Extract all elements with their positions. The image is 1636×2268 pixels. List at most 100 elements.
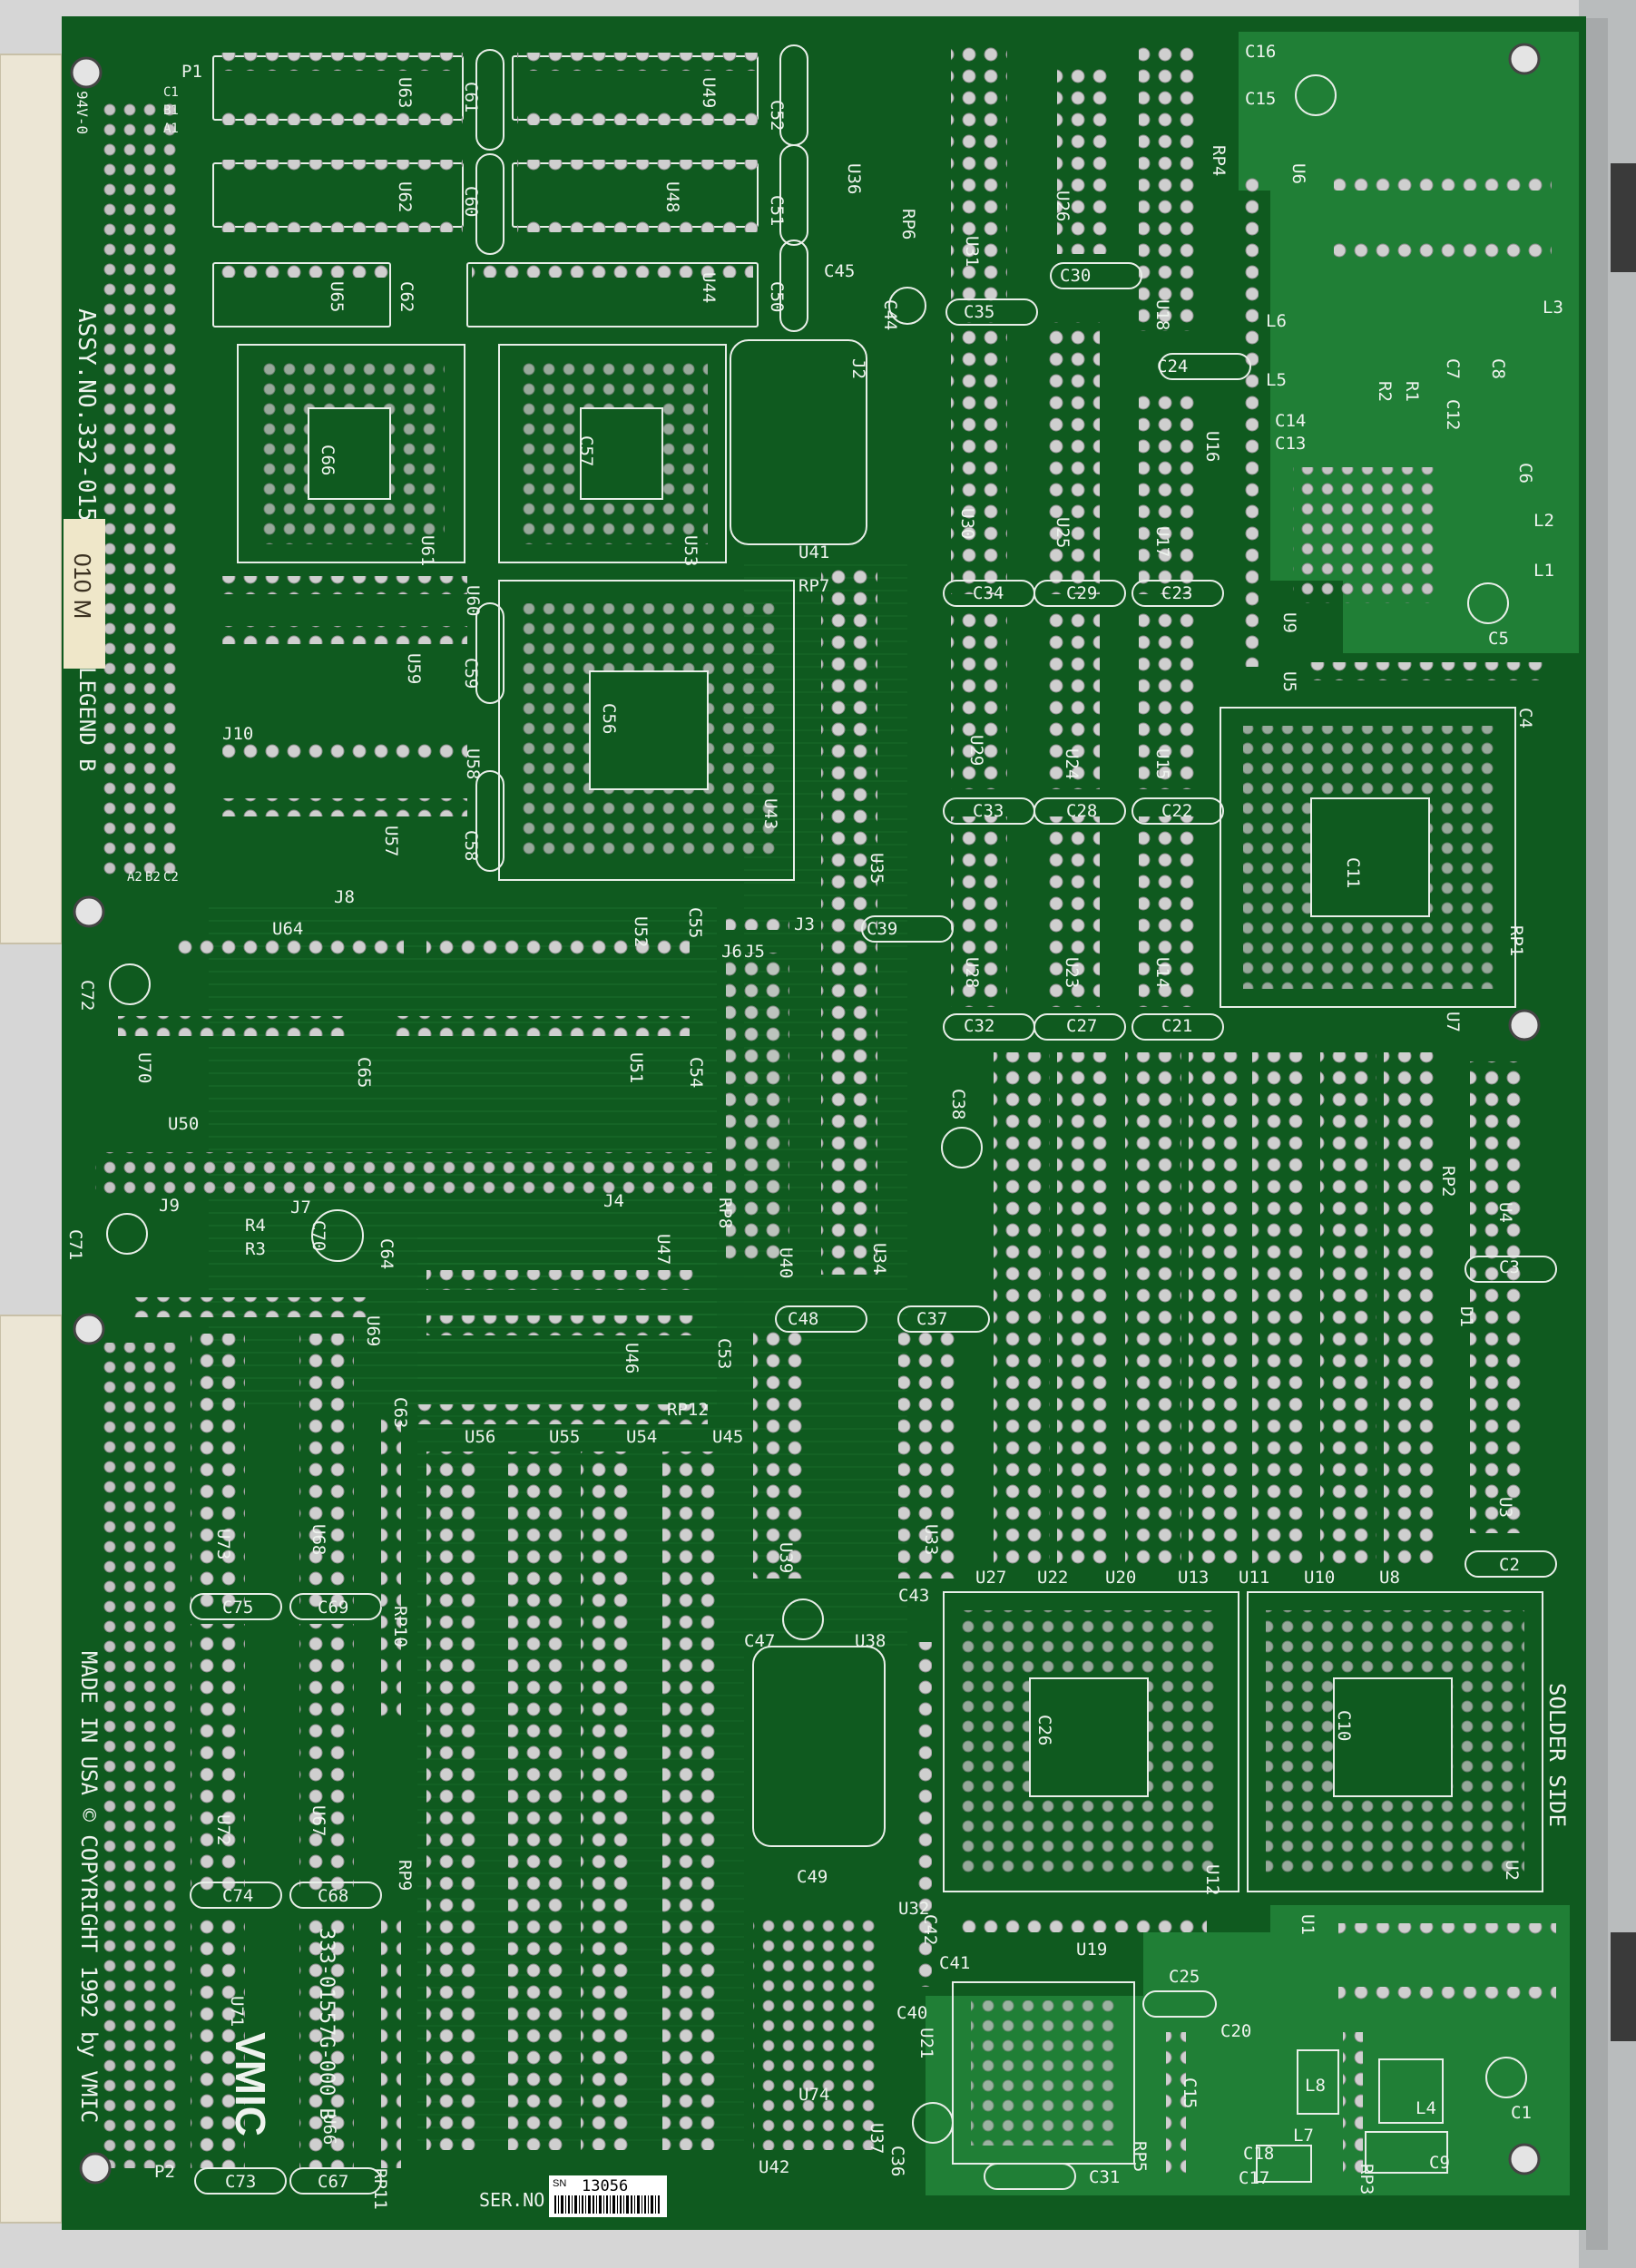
- refdes-c65: C65: [354, 1057, 374, 1089]
- refdes-u27: U27: [975, 1568, 1007, 1588]
- refdes-r1: R1: [1402, 381, 1422, 402]
- plcc-sockets: [237, 344, 1543, 2165]
- memory-dip-columns: [951, 41, 1195, 1007]
- refdes-u23: U23: [1062, 957, 1082, 989]
- refdes-c30: C30: [1060, 266, 1092, 286]
- refdes-c24: C24: [1157, 357, 1189, 376]
- refdes-rp8: RP8: [715, 1198, 735, 1229]
- serial-number: 13056: [582, 2177, 629, 2195]
- refdes-u15: U15: [1152, 748, 1172, 780]
- refdes-c64: C64: [377, 1238, 397, 1270]
- refdes-u61: U61: [417, 535, 437, 567]
- refdes-u73: U73: [213, 1529, 233, 1560]
- refdes-u30: U30: [957, 508, 977, 540]
- refdes-u65: U65: [327, 281, 347, 313]
- refdes-u14: U14: [1152, 957, 1172, 989]
- vmic-logo: VMIC: [227, 2032, 274, 2136]
- u1-row: [1338, 1923, 1556, 1941]
- refdes-c71: C71: [65, 1229, 85, 1261]
- refdes-u33: U33: [921, 1524, 941, 1556]
- refdes-c40: C40: [896, 2003, 928, 2023]
- refdes-u29: U29: [966, 735, 986, 767]
- refdes-u16: U16: [1202, 431, 1222, 463]
- refdes-c4: C4: [1515, 708, 1535, 728]
- refdes-d1: D1: [1456, 1306, 1476, 1327]
- refdes-j9: J9: [159, 1196, 180, 1216]
- refdes-c33: C33: [973, 801, 1004, 821]
- refdes-u13: U13: [1178, 1568, 1210, 1588]
- refdes-u41: U41: [798, 543, 830, 562]
- refdes-u3: U3: [1495, 1497, 1515, 1518]
- refdes-u4: U4: [1495, 1202, 1515, 1223]
- refdes-c6: C6: [1515, 463, 1535, 484]
- refdes-c62: C62: [397, 281, 416, 313]
- refdes-c31: C31: [1089, 2167, 1121, 2187]
- connector-p1-housing: [0, 54, 63, 944]
- refdes-c21: C21: [1161, 1016, 1193, 1036]
- refdes-u36: U36: [844, 163, 864, 195]
- refdes-l6: L6: [1266, 311, 1287, 331]
- refdes-u19: U19: [1076, 1940, 1108, 1960]
- refdes-j6: J6: [721, 942, 742, 962]
- refdes-c1: C1: [1511, 2103, 1532, 2123]
- refdes-j2: J2: [848, 358, 868, 379]
- p2-pin-field: [100, 1343, 180, 2168]
- refdes-rp7: RP7: [798, 576, 830, 596]
- refdes-u22: U22: [1037, 1568, 1069, 1588]
- refdes-j5: J5: [744, 942, 765, 962]
- rp-strip-right: [1239, 177, 1259, 667]
- refdes-c54: C54: [686, 1057, 706, 1089]
- refdes-r4: R4: [245, 1216, 266, 1236]
- refdes-u32: U32: [898, 1899, 930, 1919]
- refdes-c44: C44: [880, 299, 900, 331]
- refdes-l3: L3: [1543, 298, 1563, 318]
- refdes-u26: U26: [1053, 191, 1073, 222]
- refdes-u49: U49: [699, 77, 719, 109]
- refdes-u46: U46: [622, 1343, 642, 1374]
- refdes-u66: U66: [319, 2114, 339, 2146]
- refdes-u9: U9: [1279, 612, 1299, 633]
- refdes-r2: R2: [1375, 381, 1395, 402]
- u6-row: [1334, 172, 1552, 191]
- refdes-j10: J10: [222, 724, 254, 744]
- refdes-u55: U55: [549, 1427, 581, 1447]
- refdes-l7: L7: [1293, 2126, 1314, 2146]
- refdes-c73: C73: [225, 2172, 257, 2192]
- row-label-a2: A2: [127, 870, 142, 885]
- refdes-rp1: RP1: [1506, 925, 1526, 957]
- refdes-c27: C27: [1066, 1016, 1098, 1036]
- barcode: [554, 2195, 660, 2214]
- p2-label: P2: [154, 2162, 175, 2182]
- refdes-c12: C12: [1443, 399, 1463, 431]
- refdes-c42: C42: [920, 1914, 940, 1946]
- refdes-rp3: RP3: [1357, 2164, 1376, 2195]
- refdes-u67: U67: [309, 1805, 328, 1837]
- refdes-c61: C61: [461, 82, 481, 113]
- refdes-rp2: RP2: [1438, 1166, 1458, 1198]
- refdes-c52: C52: [767, 100, 787, 132]
- refdes-c17: C17: [1239, 2168, 1270, 2188]
- refdes-c3: C3: [1499, 1257, 1520, 1277]
- refdes-u11: U11: [1239, 1568, 1270, 1588]
- refdes-u24: U24: [1062, 748, 1082, 780]
- refdes-j4: J4: [603, 1191, 624, 1211]
- left-middle-dips: [95, 576, 712, 1335]
- refdes-rp4: RP4: [1209, 145, 1229, 177]
- row-label-c2: C2: [163, 870, 179, 885]
- flammability-mark: 94V-0: [73, 91, 91, 135]
- refdes-u58: U58: [463, 748, 483, 780]
- refdes-u51: U51: [626, 1052, 646, 1084]
- row-label-b1: B1: [163, 103, 179, 118]
- serial-label: SER.NO.: [479, 2189, 556, 2211]
- refdes-l8: L8: [1305, 2076, 1326, 2096]
- refdes-c10: C10: [1334, 1710, 1354, 1742]
- refdes-u52: U52: [631, 916, 651, 948]
- simm-dip-columns: [753, 567, 1526, 1579]
- refdes-c23: C23: [1161, 583, 1193, 603]
- u38-socket: [752, 1646, 886, 1847]
- refdes-c67: C67: [318, 2172, 349, 2192]
- refdes-u40: U40: [776, 1247, 796, 1279]
- refdes-u28: U28: [962, 957, 982, 989]
- refdes-c28: C28: [1066, 801, 1098, 821]
